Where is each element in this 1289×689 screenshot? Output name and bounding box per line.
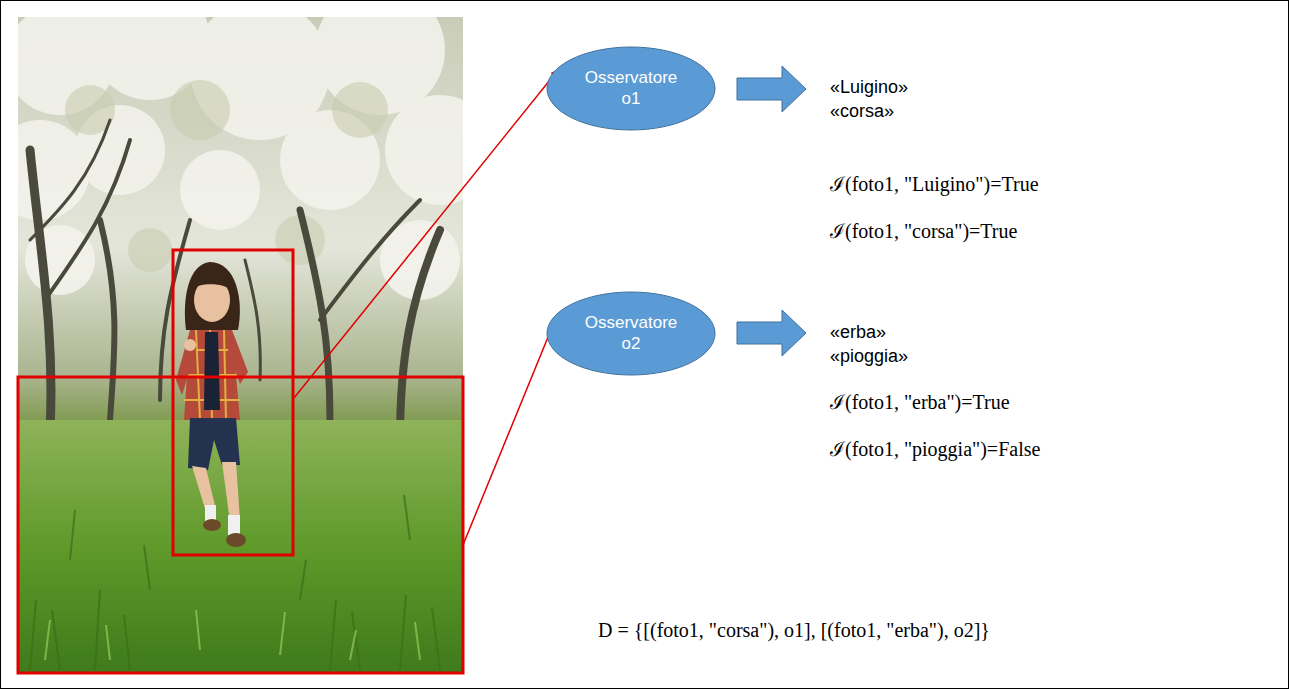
ellipse-outline	[546, 46, 716, 131]
block-arrow	[737, 310, 806, 356]
ellipse-outline	[546, 291, 716, 376]
formula-text: ℐ(foto1, "Luigino")=True	[830, 172, 1039, 196]
block-arrow	[737, 66, 806, 112]
observer-output: «corsa»	[830, 100, 894, 122]
observer-ellipse: Osservatore o1	[546, 46, 716, 131]
observer-name: Osservatore o2	[576, 312, 686, 354]
observer-ellipse: Osservatore o2	[546, 291, 716, 376]
region-box	[173, 250, 293, 555]
child-figure	[176, 262, 248, 547]
leader-line	[294, 70, 558, 398]
observer-output: «erba»	[830, 321, 886, 343]
formula-text: D = {[(foto1, "corsa"), o1], [(foto1, "e…	[598, 618, 990, 642]
observer-output: «Luigino»	[830, 76, 908, 98]
observer-name: Osservatore o1	[576, 67, 686, 109]
formula-text: ℐ(foto1, "erba")=True	[830, 390, 1010, 414]
region-box	[18, 377, 463, 673]
observer-output: «pioggia»	[830, 345, 908, 367]
formula-text: ℐ(foto1, "corsa")=True	[830, 219, 1017, 243]
photo	[18, 17, 463, 673]
leader-line	[463, 320, 555, 545]
formula-text: ℐ(foto1, "pioggia")=False	[830, 437, 1040, 461]
